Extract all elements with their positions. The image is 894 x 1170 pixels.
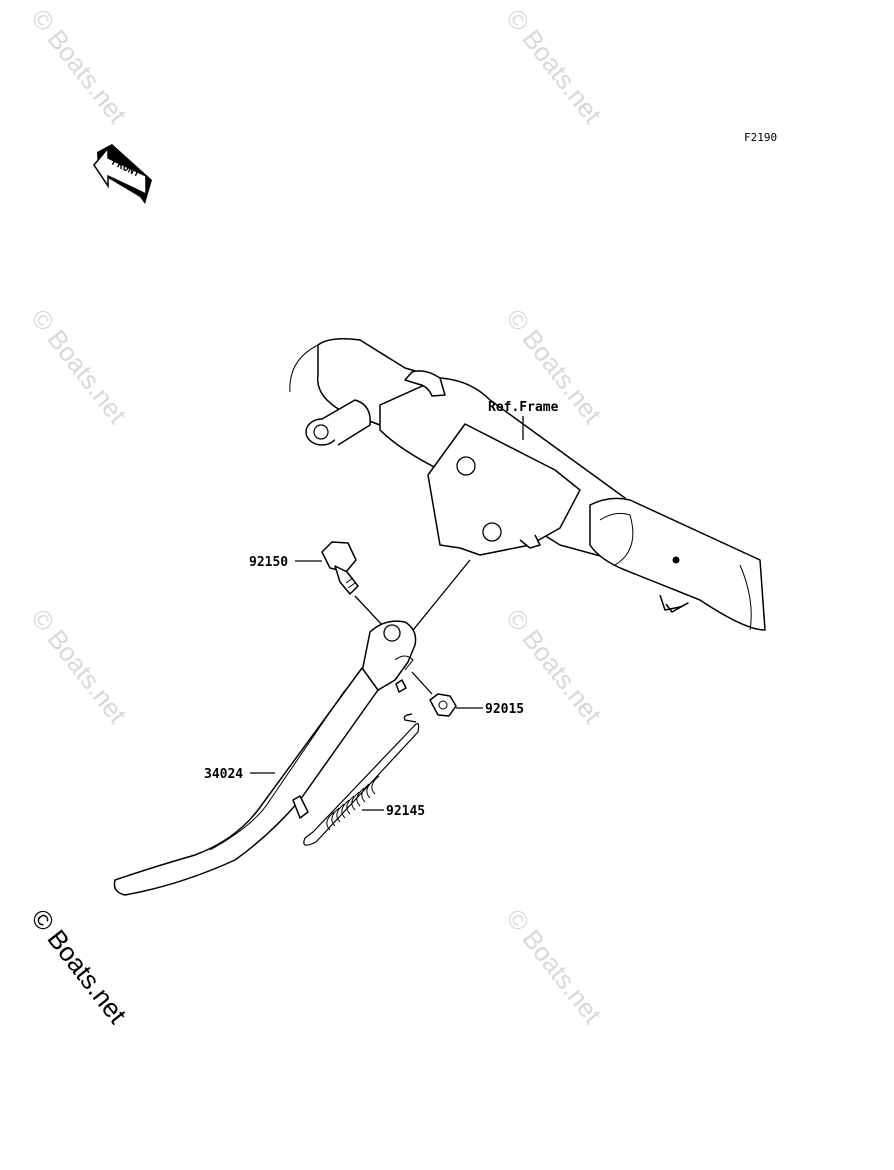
ref-frame-label: Ref.Frame — [488, 400, 559, 415]
figure-code: F2190 — [744, 131, 777, 144]
nut-92015 — [411, 671, 457, 717]
callout-34024: 34024 — [204, 767, 243, 782]
front-arrow-icon: FRONT — [93, 144, 152, 204]
frame-leader-line — [404, 559, 471, 641]
callout-92145: 92145 — [386, 804, 425, 819]
watermark-7: © Boats.net — [500, 903, 608, 1029]
frame-reference — [289, 338, 766, 631]
spring-92145 — [303, 713, 420, 846]
watermark-5: © Boats.net — [25, 603, 133, 729]
side-stand-34024 — [113, 620, 417, 896]
watermark-1: © Boats.net — [25, 3, 133, 129]
watermark-3: © Boats.net — [25, 303, 133, 429]
watermark-2: © Boats.net — [500, 3, 608, 129]
callout-92150: 92150 — [249, 555, 288, 570]
bolt-92150 — [321, 541, 386, 629]
watermark-dark: © Boats.net — [25, 903, 133, 1029]
callout-92015: 92015 — [485, 702, 524, 717]
